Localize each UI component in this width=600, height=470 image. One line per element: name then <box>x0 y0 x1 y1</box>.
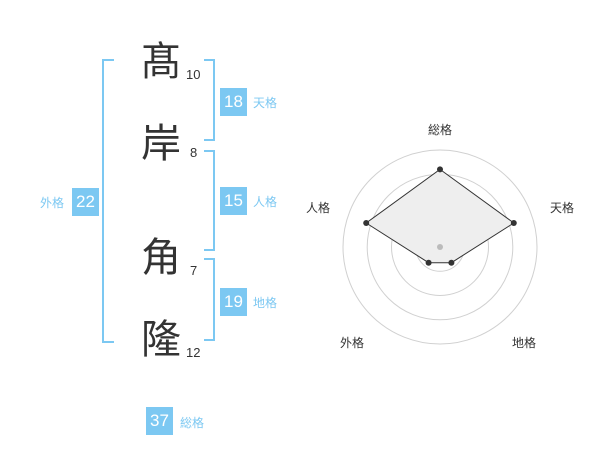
radar-points <box>363 166 517 266</box>
tenkaku-bracket <box>204 59 215 141</box>
radar-label-soukaku: 総格 <box>428 122 452 137</box>
char-3: 角 <box>141 235 181 281</box>
tenkaku-value: 18 <box>220 88 247 116</box>
char-4: 隆 <box>141 317 181 363</box>
radar-point-0 <box>437 166 443 173</box>
chikaku-value: 19 <box>220 288 247 316</box>
tenkaku-label: 天格 <box>253 96 278 110</box>
radar-label-tenkaku: 天格 <box>550 200 574 215</box>
radar-label-jinkaku: 人格 <box>306 200 330 215</box>
radar-center-dot <box>437 244 443 250</box>
radar-area <box>365 168 515 264</box>
soukaku-label: 総格 <box>180 416 205 430</box>
soukaku-value: 37 <box>146 407 173 435</box>
radar-point-3 <box>425 259 432 266</box>
char-2: 岸 <box>141 121 181 167</box>
gaikaku-bracket <box>102 59 114 343</box>
char-2-strokes: 8 <box>190 145 198 160</box>
radar-point-2 <box>448 259 455 266</box>
char-1: 髙 <box>141 39 181 85</box>
radar-ring <box>342 149 538 345</box>
gaikaku-value: 22 <box>72 188 99 216</box>
radar-label-gaikaku: 外格 <box>340 335 364 350</box>
chikaku-label: 地格 <box>253 296 278 310</box>
gaikaku-label: 外格 <box>40 196 65 210</box>
jinkaku-label: 人格 <box>253 195 278 209</box>
char-1-strokes: 10 <box>186 67 201 82</box>
radar-point-1 <box>510 220 517 226</box>
chikaku-bracket <box>204 258 215 341</box>
jinkaku-bracket <box>204 150 215 251</box>
jinkaku-value: 15 <box>220 187 247 215</box>
radar-point-4 <box>363 220 370 226</box>
radar-label-chikaku: 地格 <box>512 335 536 350</box>
char-4-strokes: 12 <box>186 345 201 360</box>
char-3-strokes: 7 <box>190 263 198 278</box>
